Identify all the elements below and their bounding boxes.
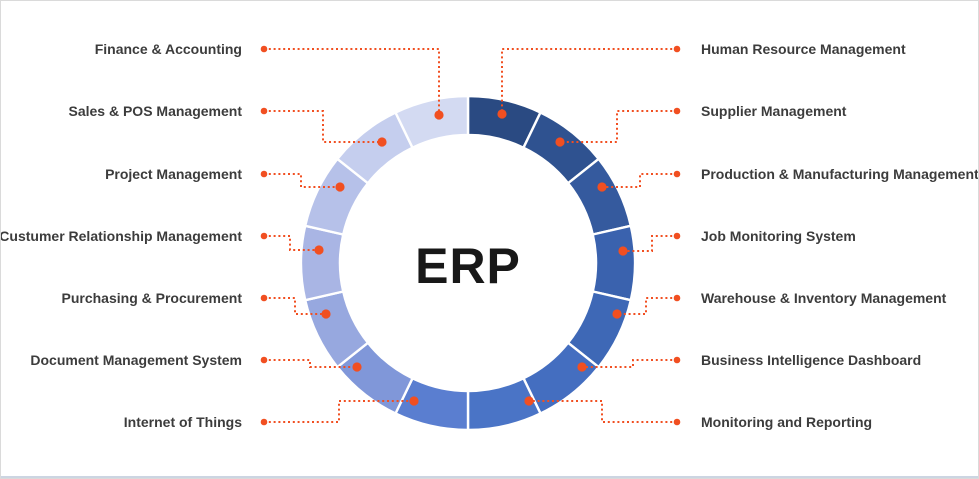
connector-custumer-relationship-management bbox=[264, 235, 319, 251]
segment-dot-internet-of-things bbox=[409, 396, 419, 406]
connector-sales-pos-management bbox=[264, 110, 382, 143]
connector-warehouse-inventory-management bbox=[617, 297, 677, 315]
segment-dot-purchasing-procurement bbox=[321, 309, 331, 319]
module-label-internet-of-things: Internet of Things bbox=[123, 414, 242, 430]
segment-dot-sales-pos-management bbox=[377, 137, 387, 147]
label-dot-internet-of-things bbox=[260, 418, 268, 426]
module-label-finance-accounting: Finance & Accounting bbox=[94, 41, 242, 57]
connector-human-resource-management bbox=[501, 48, 677, 114]
module-label-monitoring-and-reporting: Monitoring and Reporting bbox=[701, 414, 873, 430]
segment-dot-human-resource-management bbox=[497, 109, 507, 119]
connector-purchasing-procurement bbox=[264, 297, 326, 315]
connector-supplier-management bbox=[560, 110, 677, 143]
label-dot-document-management-system bbox=[260, 356, 268, 364]
module-label-customer-relationship-management: Custumer Relationship Management bbox=[0, 228, 242, 244]
connector-production-manufacturing-management bbox=[602, 173, 677, 188]
segment-dot-production-manufacturing-management bbox=[597, 182, 607, 192]
segment-dot-custumer-relationship-management bbox=[314, 245, 324, 255]
module-label-purchasing-procurement: Purchasing & Procurement bbox=[61, 290, 243, 306]
connector-document-management-system bbox=[264, 359, 357, 368]
label-dot-sales-pos-management bbox=[260, 107, 268, 115]
module-label-project-management: Project Management bbox=[105, 166, 242, 182]
label-dot-supplier-management bbox=[673, 107, 681, 115]
label-dot-monitoring-and-reporting bbox=[673, 418, 681, 426]
segment-dot-project-management bbox=[335, 182, 345, 192]
segment-dot-job-monitoring-system bbox=[618, 246, 628, 256]
label-dot-job-monitoring-system bbox=[673, 232, 681, 240]
label-dot-warehouse-inventory-management bbox=[673, 294, 681, 302]
label-dot-production-manufacturing-management bbox=[673, 170, 681, 178]
donut-segment-job-monitoring-system bbox=[591, 224, 637, 302]
module-label-warehouse-inventory-management: Warehouse & Inventory Management bbox=[701, 290, 947, 306]
donut-segment-custumer-relationship-management bbox=[299, 224, 345, 302]
label-dot-finance-accounting bbox=[260, 45, 268, 53]
module-label-business-intelligence-dashboard: Business Intelligence Dashboard bbox=[701, 352, 922, 368]
module-label-document-management-system: Document Management System bbox=[30, 352, 242, 368]
label-dot-human-resource-management bbox=[673, 45, 681, 53]
connector-job-monitoring-system bbox=[623, 235, 677, 252]
label-dot-project-management bbox=[260, 170, 268, 178]
module-label-sales-pos-management: Sales & POS Management bbox=[68, 103, 242, 119]
segment-dot-business-intelligence-dashboard bbox=[577, 362, 587, 372]
connector-finance-accounting bbox=[264, 48, 440, 115]
donut-segment-finance-accounting bbox=[394, 94, 470, 149]
module-label-human-resource-management: Human Resource Management bbox=[701, 41, 906, 57]
label-dot-business-intelligence-dashboard bbox=[673, 356, 681, 364]
module-label-production-manufacturing-management: Production & Manufacturing Management bbox=[701, 166, 979, 182]
segment-dot-finance-accounting bbox=[434, 110, 444, 120]
segment-dot-warehouse-inventory-management bbox=[612, 309, 622, 319]
segment-dot-supplier-management bbox=[555, 137, 565, 147]
bottom-accent-line bbox=[1, 476, 978, 478]
segment-dot-document-management-system bbox=[352, 362, 362, 372]
connector-project-management bbox=[264, 173, 340, 188]
module-label-supplier-management: Supplier Management bbox=[701, 103, 847, 119]
erp-center-title: ERP bbox=[415, 238, 521, 294]
label-dot-custumer-relationship-management bbox=[260, 232, 268, 240]
label-dot-purchasing-procurement bbox=[260, 294, 268, 302]
module-label-job-monitoring-system: Job Monitoring System bbox=[701, 228, 856, 244]
segment-dot-monitoring-and-reporting bbox=[524, 396, 534, 406]
